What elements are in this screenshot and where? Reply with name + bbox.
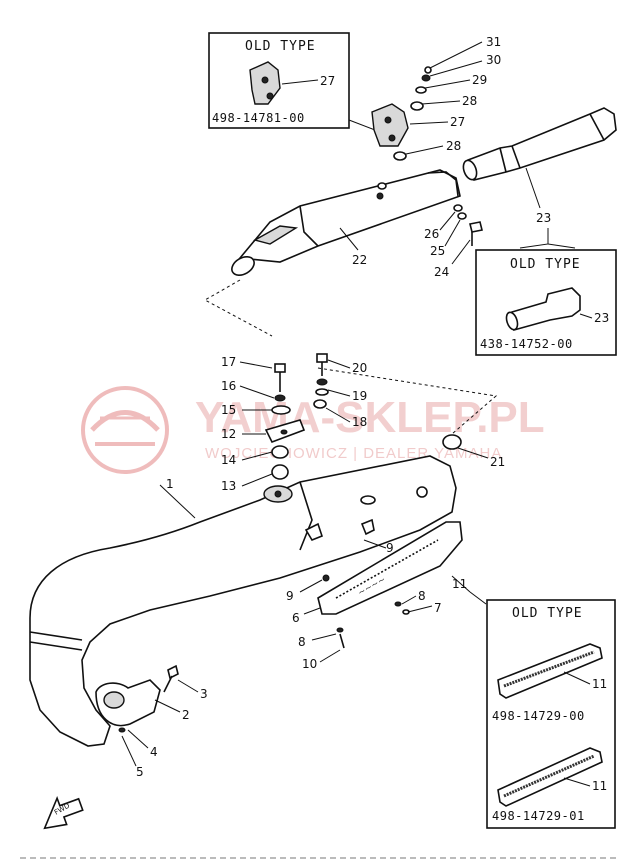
callout-11: 11 <box>452 577 467 591</box>
tail-pipe-23: 23 <box>462 107 617 249</box>
old-type-title: OLD TYPE <box>510 257 581 272</box>
old-type-part-no: 438-14752-00 <box>480 337 573 351</box>
old-type-box-tailpipe: OLD TYPE 23 438-14752-00 <box>475 249 617 356</box>
callout-9-lower: 9 <box>286 589 294 603</box>
callout-12: 12 <box>221 427 236 441</box>
callout-3: 3 <box>200 687 208 701</box>
bracket-assembly: 31 30 29 28 27 28 <box>371 35 501 161</box>
old-type-title: OLD TYPE <box>512 606 583 621</box>
fwd-arrow-icon: FWD <box>43 795 84 830</box>
callout-10: 10 <box>302 657 317 671</box>
callout-14: 14 <box>221 453 236 467</box>
callout-25: 25 <box>430 244 445 258</box>
washer-31 <box>424 66 432 74</box>
callout-15: 15 <box>221 403 236 417</box>
callout-13: 13 <box>221 479 236 493</box>
flange-assembly: 3 2 4 5 <box>95 664 208 779</box>
old-type-title: OLD TYPE <box>245 39 316 54</box>
callout-9-upper: 9 <box>386 541 394 555</box>
bracket-27 <box>371 103 409 147</box>
silencer-inlet <box>231 256 255 276</box>
watermark: YAMA-SKLEP.PL WOJCIECHOWICZ | DEALER YAM… <box>81 386 545 474</box>
callout-23: 23 <box>536 211 551 225</box>
callout-27-old: 27 <box>320 74 335 88</box>
old-type-part-no-a: 498-14729-00 <box>492 709 585 723</box>
silencer-22: 22 <box>231 169 461 276</box>
callout-23-old: 23 <box>594 311 609 325</box>
callout-29: 29 <box>472 73 487 87</box>
callout-26: 26 <box>424 227 439 241</box>
callout-5: 5 <box>136 765 144 779</box>
callout-30: 30 <box>486 53 501 67</box>
callout-16: 16 <box>221 379 236 393</box>
callout-8-right: 8 <box>418 589 426 603</box>
callout-6: 6 <box>292 611 300 625</box>
callout-11-old-b: 11 <box>592 779 607 793</box>
callout-20: 20 <box>352 361 367 375</box>
callout-7: 7 <box>434 601 442 615</box>
old-type-part-no: 498-14781-00 <box>212 111 305 125</box>
heat-protector: ~~~~ 9 9 6 8 7 8 10 11 <box>286 518 487 671</box>
callout-8-left: 8 <box>298 635 306 649</box>
decal-old-a <box>497 643 603 699</box>
watermark-logo-icon <box>81 386 169 474</box>
old-type-box-frame <box>208 32 350 129</box>
old-type-box-frame <box>475 249 617 356</box>
callout-4: 4 <box>150 745 158 759</box>
chamber-body <box>29 455 457 747</box>
callout-24: 24 <box>434 265 449 279</box>
callout-17: 17 <box>221 355 236 369</box>
bolt-stack-24-26: 26 25 24 <box>424 204 483 279</box>
washer-29 <box>415 86 427 94</box>
tail-pipe-old-shape <box>511 287 581 332</box>
expansion-chamber-1: 1 <box>29 455 457 747</box>
old-type-part-no-b: 498-14729-01 <box>492 809 585 823</box>
callout-1: 1 <box>166 477 174 491</box>
grommet-28-lower <box>393 151 407 161</box>
callout-31: 31 <box>486 35 501 49</box>
grommet-28-upper <box>410 101 424 111</box>
callout-19: 19 <box>352 389 367 403</box>
callout-28-upper: 28 <box>462 94 477 108</box>
mount-hardware: 17 16 15 12 14 13 20 19 18 <box>221 353 367 493</box>
watermark-brand: YAMA-SKLEP.PL <box>195 393 545 442</box>
gasket-21: 21 <box>442 434 505 469</box>
callout-22: 22 <box>352 253 367 267</box>
old-type-box-bracket: OLD TYPE 27 498-14781-00 <box>208 32 350 129</box>
callout-27: 27 <box>450 115 465 129</box>
callout-18: 18 <box>352 415 367 429</box>
old-type-box-decal: OLD TYPE 11 498-14729-00 11 498-14729-01 <box>486 599 616 829</box>
silencer-body <box>238 169 461 263</box>
callout-21: 21 <box>490 455 505 469</box>
callout-2: 2 <box>182 708 190 722</box>
callout-11-old-a: 11 <box>592 677 607 691</box>
tail-pipe-body <box>467 107 617 181</box>
nut-30 <box>421 74 431 82</box>
old-type-box-frame <box>486 599 616 829</box>
callout-28-lower: 28 <box>446 139 461 153</box>
